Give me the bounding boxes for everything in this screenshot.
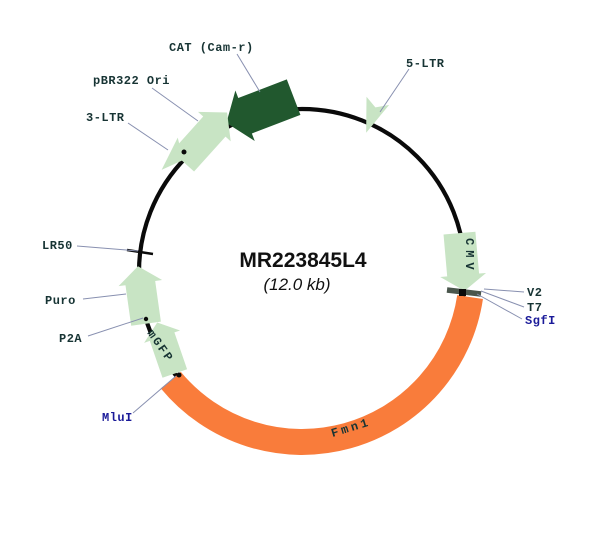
plasmid-title: MR223845L4 bbox=[239, 249, 367, 272]
t7-leader-line bbox=[480, 290, 525, 308]
pbr322-label: pBR322 Ori bbox=[93, 74, 170, 88]
sgfi-site-dot bbox=[459, 289, 466, 296]
sgfi-label: SgfI bbox=[525, 314, 556, 328]
puro-leader-line bbox=[82, 293, 127, 300]
v2-leader-line bbox=[483, 288, 525, 293]
cat-label: CAT (Cam-r) bbox=[169, 41, 254, 55]
fmn1-arc bbox=[160, 295, 483, 455]
puro-arrow bbox=[118, 266, 163, 326]
lr50-leader-line bbox=[76, 245, 139, 252]
mgfp-arrow bbox=[144, 322, 188, 378]
p2a-site-dot bbox=[143, 316, 149, 322]
mlui-label: MluI bbox=[102, 411, 133, 425]
p2a-label: P2A bbox=[59, 332, 82, 346]
ltr5-marker bbox=[366, 96, 390, 133]
pbr322-leader-line bbox=[151, 87, 199, 122]
cat-leader-line bbox=[236, 53, 261, 93]
t7-label: T7 bbox=[527, 301, 542, 315]
puro-label: Puro bbox=[45, 294, 76, 308]
cat-arrow bbox=[226, 79, 301, 141]
ltr3-site-dot bbox=[181, 149, 187, 155]
v2-label: V2 bbox=[527, 286, 542, 300]
lr50-label: LR50 bbox=[42, 239, 73, 253]
mlui-site-dot bbox=[176, 372, 182, 378]
mlui-leader-line bbox=[132, 375, 177, 414]
cmv-arrow bbox=[440, 231, 487, 291]
ltr5-leader-line bbox=[379, 68, 410, 113]
ltr3-label: 3-LTR bbox=[86, 111, 125, 125]
ltr3-leader-line bbox=[127, 122, 169, 151]
ltr5-label: 5-LTR bbox=[406, 57, 445, 71]
plasmid-size: (12.0 kb) bbox=[263, 275, 330, 294]
sgfi-leader-line bbox=[476, 293, 523, 320]
p2a-leader-line bbox=[87, 317, 144, 337]
cmv-label: CMV bbox=[462, 238, 476, 275]
ltr3-marker bbox=[161, 137, 195, 170]
